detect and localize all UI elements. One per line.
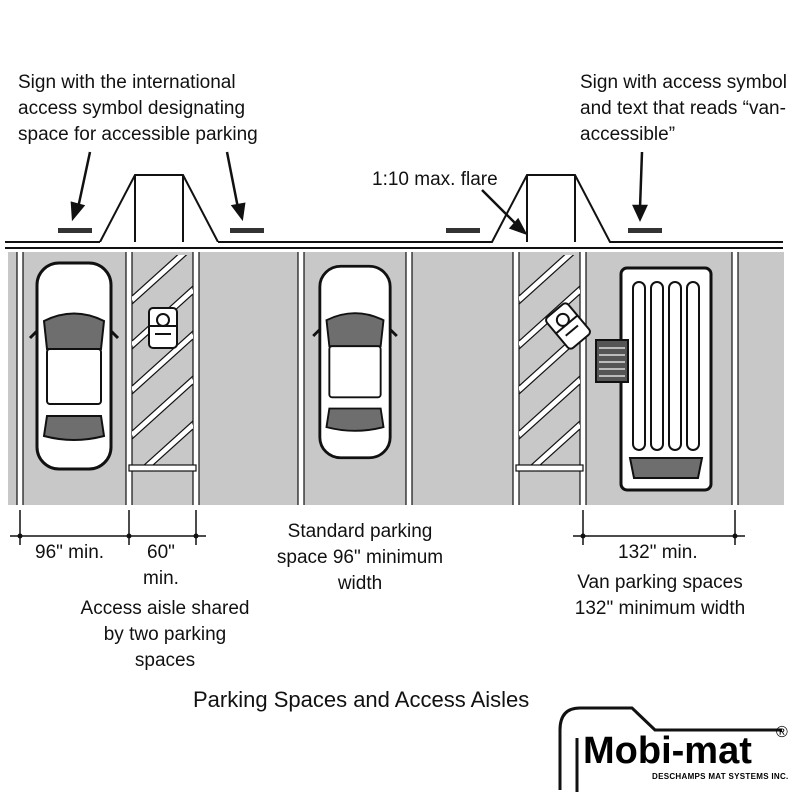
access-aisle-label: Access aisle shared by two parking space… [80,598,250,671]
sign-right-1-icon [446,228,480,233]
sign-left-2-icon [230,228,264,233]
logo-brand: Mobi-mat [583,730,752,772]
sign-left-icon [58,228,92,233]
sign-right-label: Sign with access symbol and text that re… [580,72,787,145]
logo-registered: ® [776,724,788,741]
sign-left-label: Sign with the international access symbo… [18,72,258,145]
access-aisle-left [128,255,197,472]
van-spaces-label: Van parking spaces 132" minimum width [574,572,746,619]
dim-132-label: 132" min. [618,542,698,563]
dim-60-label: 60" min. [143,542,179,589]
van [595,266,713,492]
diagram-title: Parking Spaces and Access Aisles [193,687,530,712]
sign-right-2-icon [628,228,662,233]
standard-space-label: Standard parking space 96" minimum width [276,521,444,594]
curb [5,174,783,249]
car-left [28,261,120,471]
flare-label: 1:10 max. flare [372,169,498,190]
access-aisle-right [515,255,591,472]
car-middle [311,264,399,460]
stall-lines [17,252,738,505]
dim-96-label: 96" min. [35,542,105,563]
wheelchair-left-icon [148,307,178,349]
logo-frame [558,706,782,792]
wheelchair-right-icon [545,302,591,350]
dimension-lines [10,510,745,545]
logo-tagline: DESCHAMPS MAT SYSTEMS INC. [652,772,789,781]
leader-lines [70,151,648,236]
